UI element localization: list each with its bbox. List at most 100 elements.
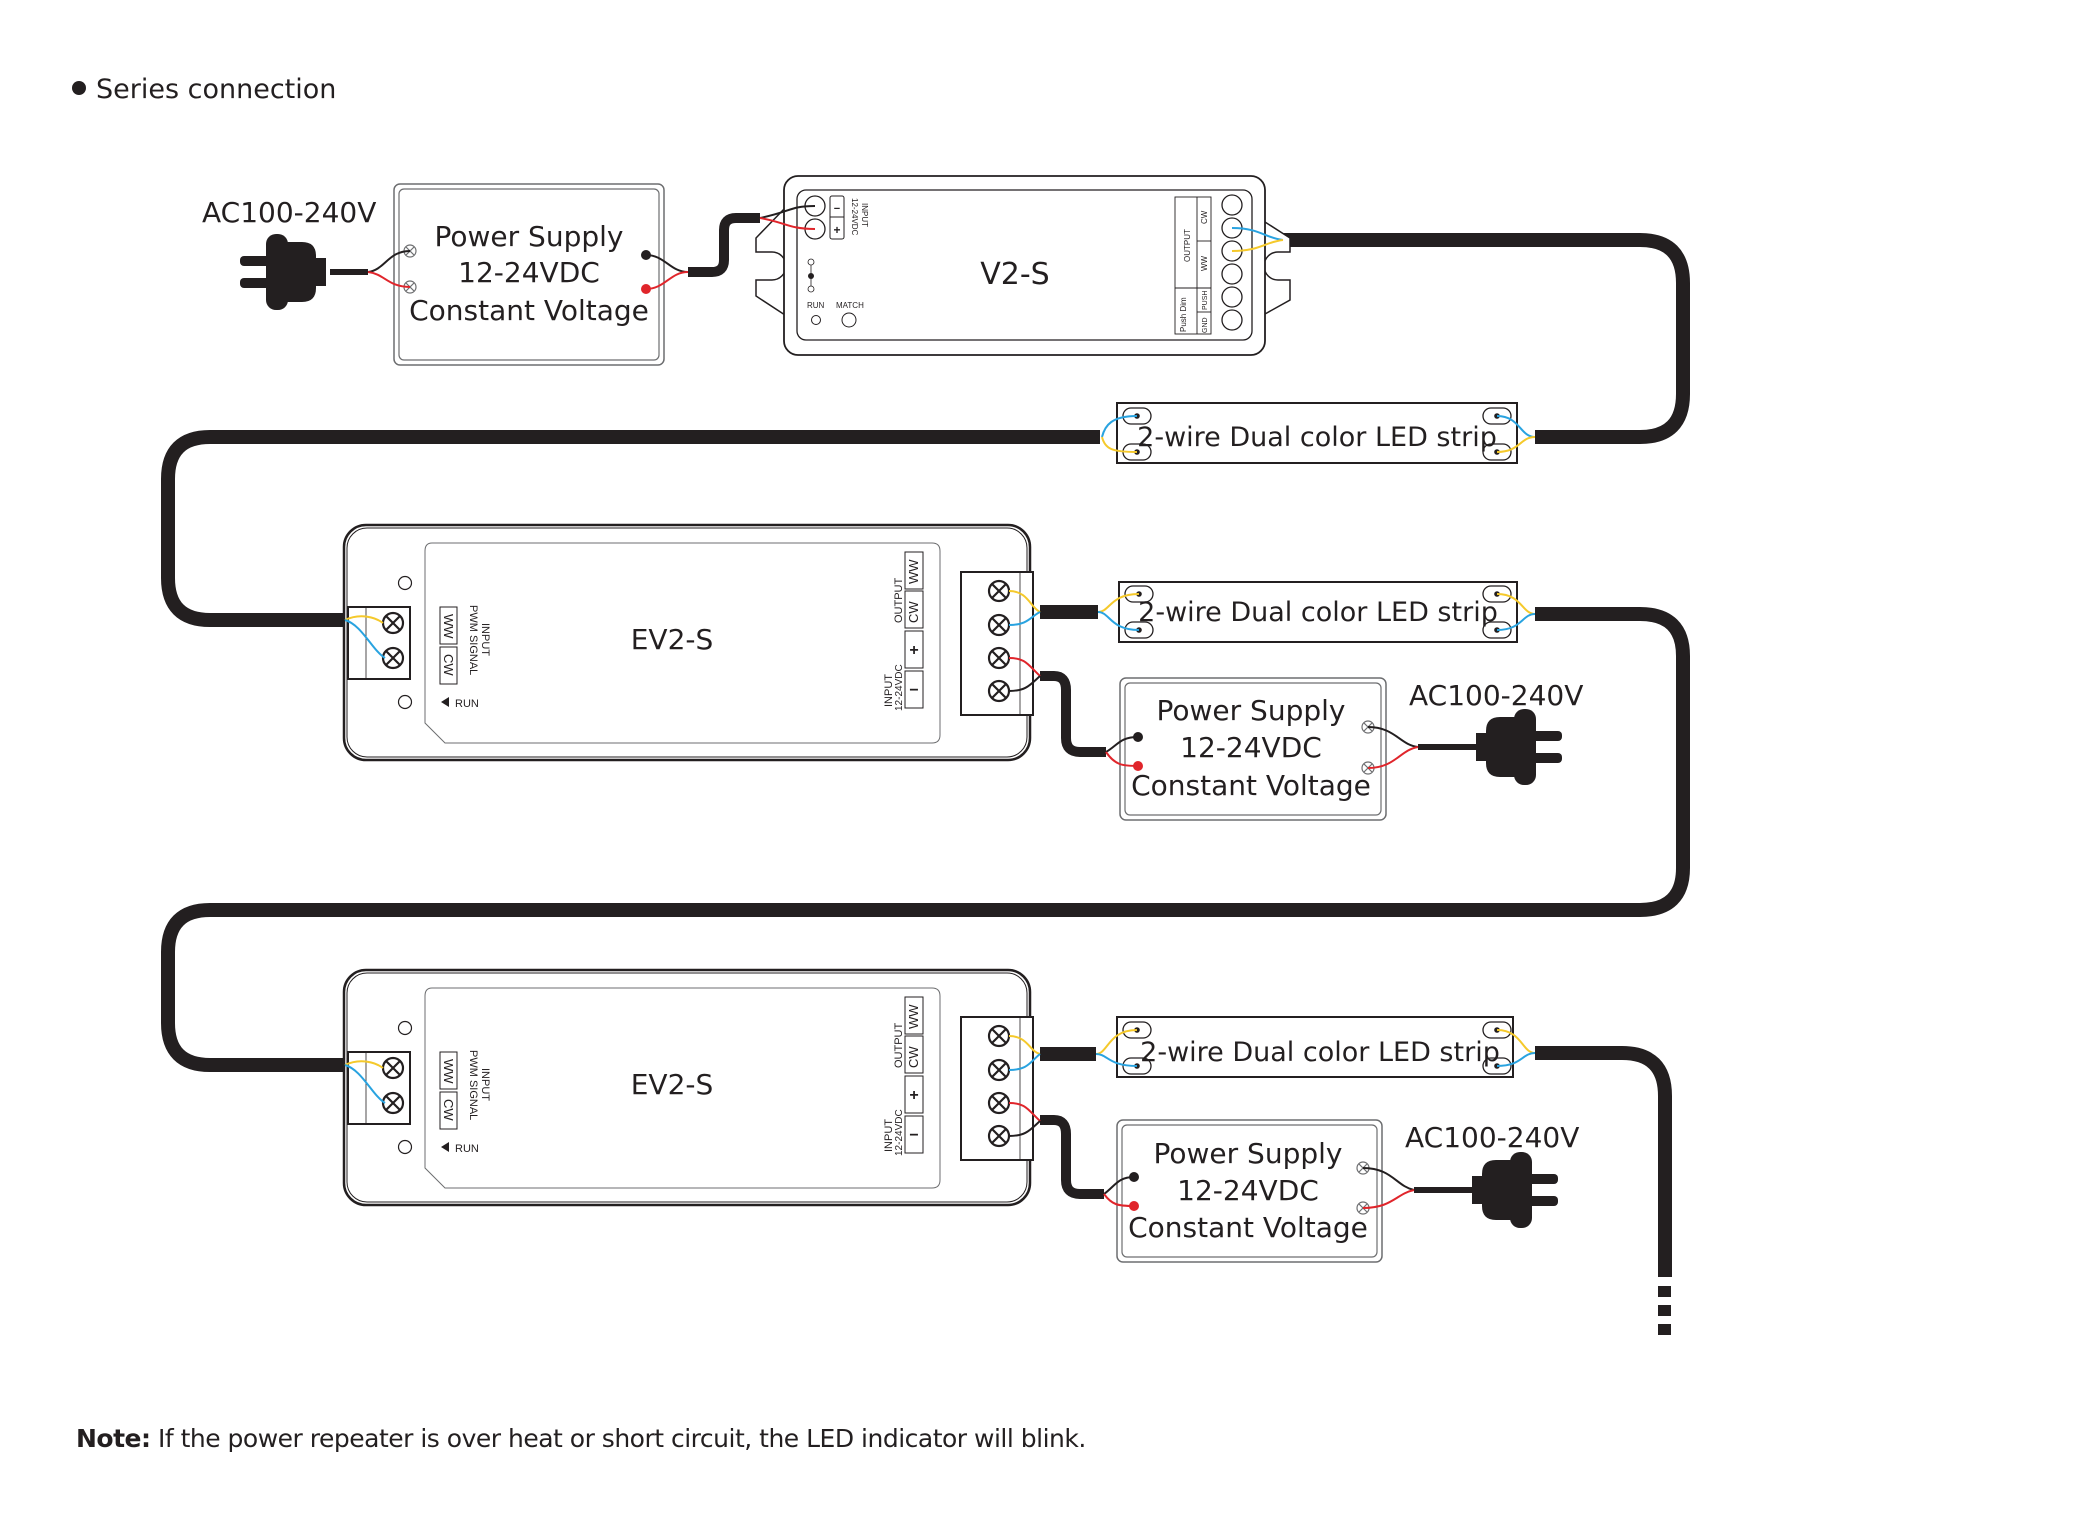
- mount-hole: [397, 694, 413, 710]
- run-arrow-icon: [441, 697, 449, 707]
- pwm-signal-label: PWM SIGNAL: [467, 1050, 479, 1120]
- v2s-input-voltage: 12-24VDC: [850, 198, 859, 236]
- strip1-wires: [1101, 415, 1536, 453]
- output-label: OUTPUT: [893, 1023, 905, 1069]
- ps1-wires: [367, 250, 689, 290]
- screw-terminal: [987, 679, 1011, 703]
- power-supply-3: Power Supply 12-24VDC Constant Voltage: [1116, 1119, 1383, 1263]
- dc-input-label: INPUT: [883, 1119, 895, 1152]
- note-text: If the power repeater is over heat or sh…: [150, 1424, 1086, 1453]
- v2s-model: V2-S: [980, 257, 1049, 292]
- power-plug-icon-2: [1476, 709, 1562, 785]
- cable-v2s-to-strip1: [1283, 233, 1690, 444]
- mount-hole: [397, 1139, 413, 1155]
- input-signal-label: INPUT: [479, 1068, 491, 1101]
- v2s-gnd-label: GND: [1202, 317, 1209, 333]
- led-strip-1-label: 2-wire Dual color LED strip: [1137, 422, 1497, 453]
- v2s-run-label: RUN: [807, 301, 825, 310]
- pwm-signal-label: PWM SIGNAL: [467, 605, 479, 675]
- screw-terminal: [987, 613, 1011, 637]
- run-arrow-icon: [441, 1142, 449, 1152]
- output-ww-label: WW: [906, 1004, 921, 1029]
- input-minus-label: −: [909, 682, 918, 699]
- screw-terminal: [381, 646, 405, 670]
- led-strip-3: 2-wire Dual color LED strip: [1116, 1016, 1514, 1078]
- v2s-output-label: OUTPUT: [1183, 229, 1192, 262]
- v2s-match-label: MATCH: [836, 301, 864, 310]
- input-plus-label: +: [909, 642, 918, 659]
- screw-terminal: [987, 1024, 1011, 1048]
- ps2-line3: Constant Voltage: [1131, 769, 1371, 802]
- strip3-wires: [1095, 1029, 1536, 1067]
- mount-hole: [397, 1020, 413, 1036]
- v2s-ww-label: WW: [1200, 255, 1209, 271]
- input-cw-label: CW: [441, 654, 456, 676]
- v2s-input-plus: +: [833, 223, 840, 237]
- ps2-line1: Power Supply: [1157, 694, 1346, 727]
- footer-note: Note: If the power repeater is over heat…: [76, 1424, 1086, 1453]
- screw-terminal: [381, 611, 405, 635]
- led-strip-2-label: 2-wire Dual color LED strip: [1138, 597, 1498, 628]
- screw-terminal: [987, 1124, 1011, 1148]
- ac-label-3: AC100-240V: [1405, 1121, 1579, 1154]
- strip2-wires: [1097, 593, 1536, 631]
- main-cables: [161, 213, 1690, 1277]
- section-heading: Series connection: [72, 74, 336, 105]
- cable-ps2-to-ev2s1: [1040, 671, 1106, 757]
- screw-terminal: [381, 1056, 405, 1080]
- v2s-push-dim-label: Push Dim: [1179, 297, 1188, 332]
- output-label: OUTPUT: [893, 578, 905, 624]
- v2s-input-label: INPUT: [860, 203, 869, 227]
- input-ww-label: WW: [441, 614, 456, 639]
- v2s-controller: V2-S − + INPUT 12-24VDC RUN MATCH OUTPUT…: [755, 175, 1291, 356]
- screw-terminal: [987, 579, 1011, 603]
- output-ww-label: WW: [906, 559, 921, 584]
- v2s-run-led: [811, 315, 821, 325]
- heading-label: Series connection: [96, 74, 337, 105]
- cable-strip1-to-ev2s1: [161, 430, 1100, 627]
- input-plus-label: +: [909, 1087, 918, 1104]
- input-cw-label: CW: [441, 1099, 456, 1121]
- screw-terminal: [381, 1091, 405, 1115]
- v2s-input-minus: −: [834, 203, 840, 215]
- power-supply-1: Power Supply 12-24VDC Constant Voltage: [393, 183, 665, 366]
- ps3-wires: [1103, 1167, 1415, 1209]
- ps3-line2: 12-24VDC: [1177, 1174, 1319, 1207]
- screw-terminal: [987, 646, 1011, 670]
- screw-terminal: [987, 1091, 1011, 1115]
- ps3-line3: Constant Voltage: [1128, 1211, 1368, 1244]
- ps2-line2: 12-24VDC: [1180, 731, 1322, 764]
- ac-label-2: AC100-240V: [1409, 679, 1583, 712]
- cable-ps3-to-ev2s2: [1040, 1115, 1104, 1199]
- bullet-icon: [72, 80, 86, 95]
- input-minus-label: −: [909, 1127, 918, 1144]
- ps1-line3: Constant Voltage: [409, 294, 649, 327]
- cable-strip3-continue: [1535, 1046, 1672, 1277]
- power-plug-icon-3: [1472, 1152, 1558, 1228]
- run-label: RUN: [455, 698, 479, 710]
- ps1-line1: Power Supply: [435, 220, 624, 253]
- power-plug-icon: [240, 234, 326, 310]
- dc-input-voltage: 12-24VDC: [894, 1109, 905, 1156]
- ps3-line1: Power Supply: [1154, 1137, 1343, 1170]
- ac-label-1: AC100-240V: [202, 196, 376, 229]
- dc-input-voltage: 12-24VDC: [894, 664, 905, 711]
- continuation-dashes: [1658, 1286, 1671, 1335]
- screw-terminal: [987, 1058, 1011, 1082]
- ps2-wires: [1105, 726, 1419, 769]
- cable-strip2-to-ev2s2: [161, 607, 1690, 1072]
- input-signal-label: INPUT: [479, 623, 491, 656]
- dc-input-label: INPUT: [883, 674, 895, 707]
- cable-ps1-to-v2s: [688, 213, 760, 277]
- ev2s-model: EV2-S: [631, 623, 714, 656]
- ev2s-model: EV2-S: [631, 1068, 714, 1101]
- led-strip-1: 2-wire Dual color LED strip: [1116, 402, 1518, 464]
- v2s-cw-label: CW: [1200, 210, 1209, 224]
- led-strip-2: 2-wire Dual color LED strip: [1118, 581, 1518, 643]
- mount-hole: [397, 575, 413, 591]
- led-strip-3-label: 2-wire Dual color LED strip: [1140, 1037, 1500, 1068]
- v2s-match-button[interactable]: [841, 312, 857, 328]
- output-cw-label: CW: [906, 601, 921, 623]
